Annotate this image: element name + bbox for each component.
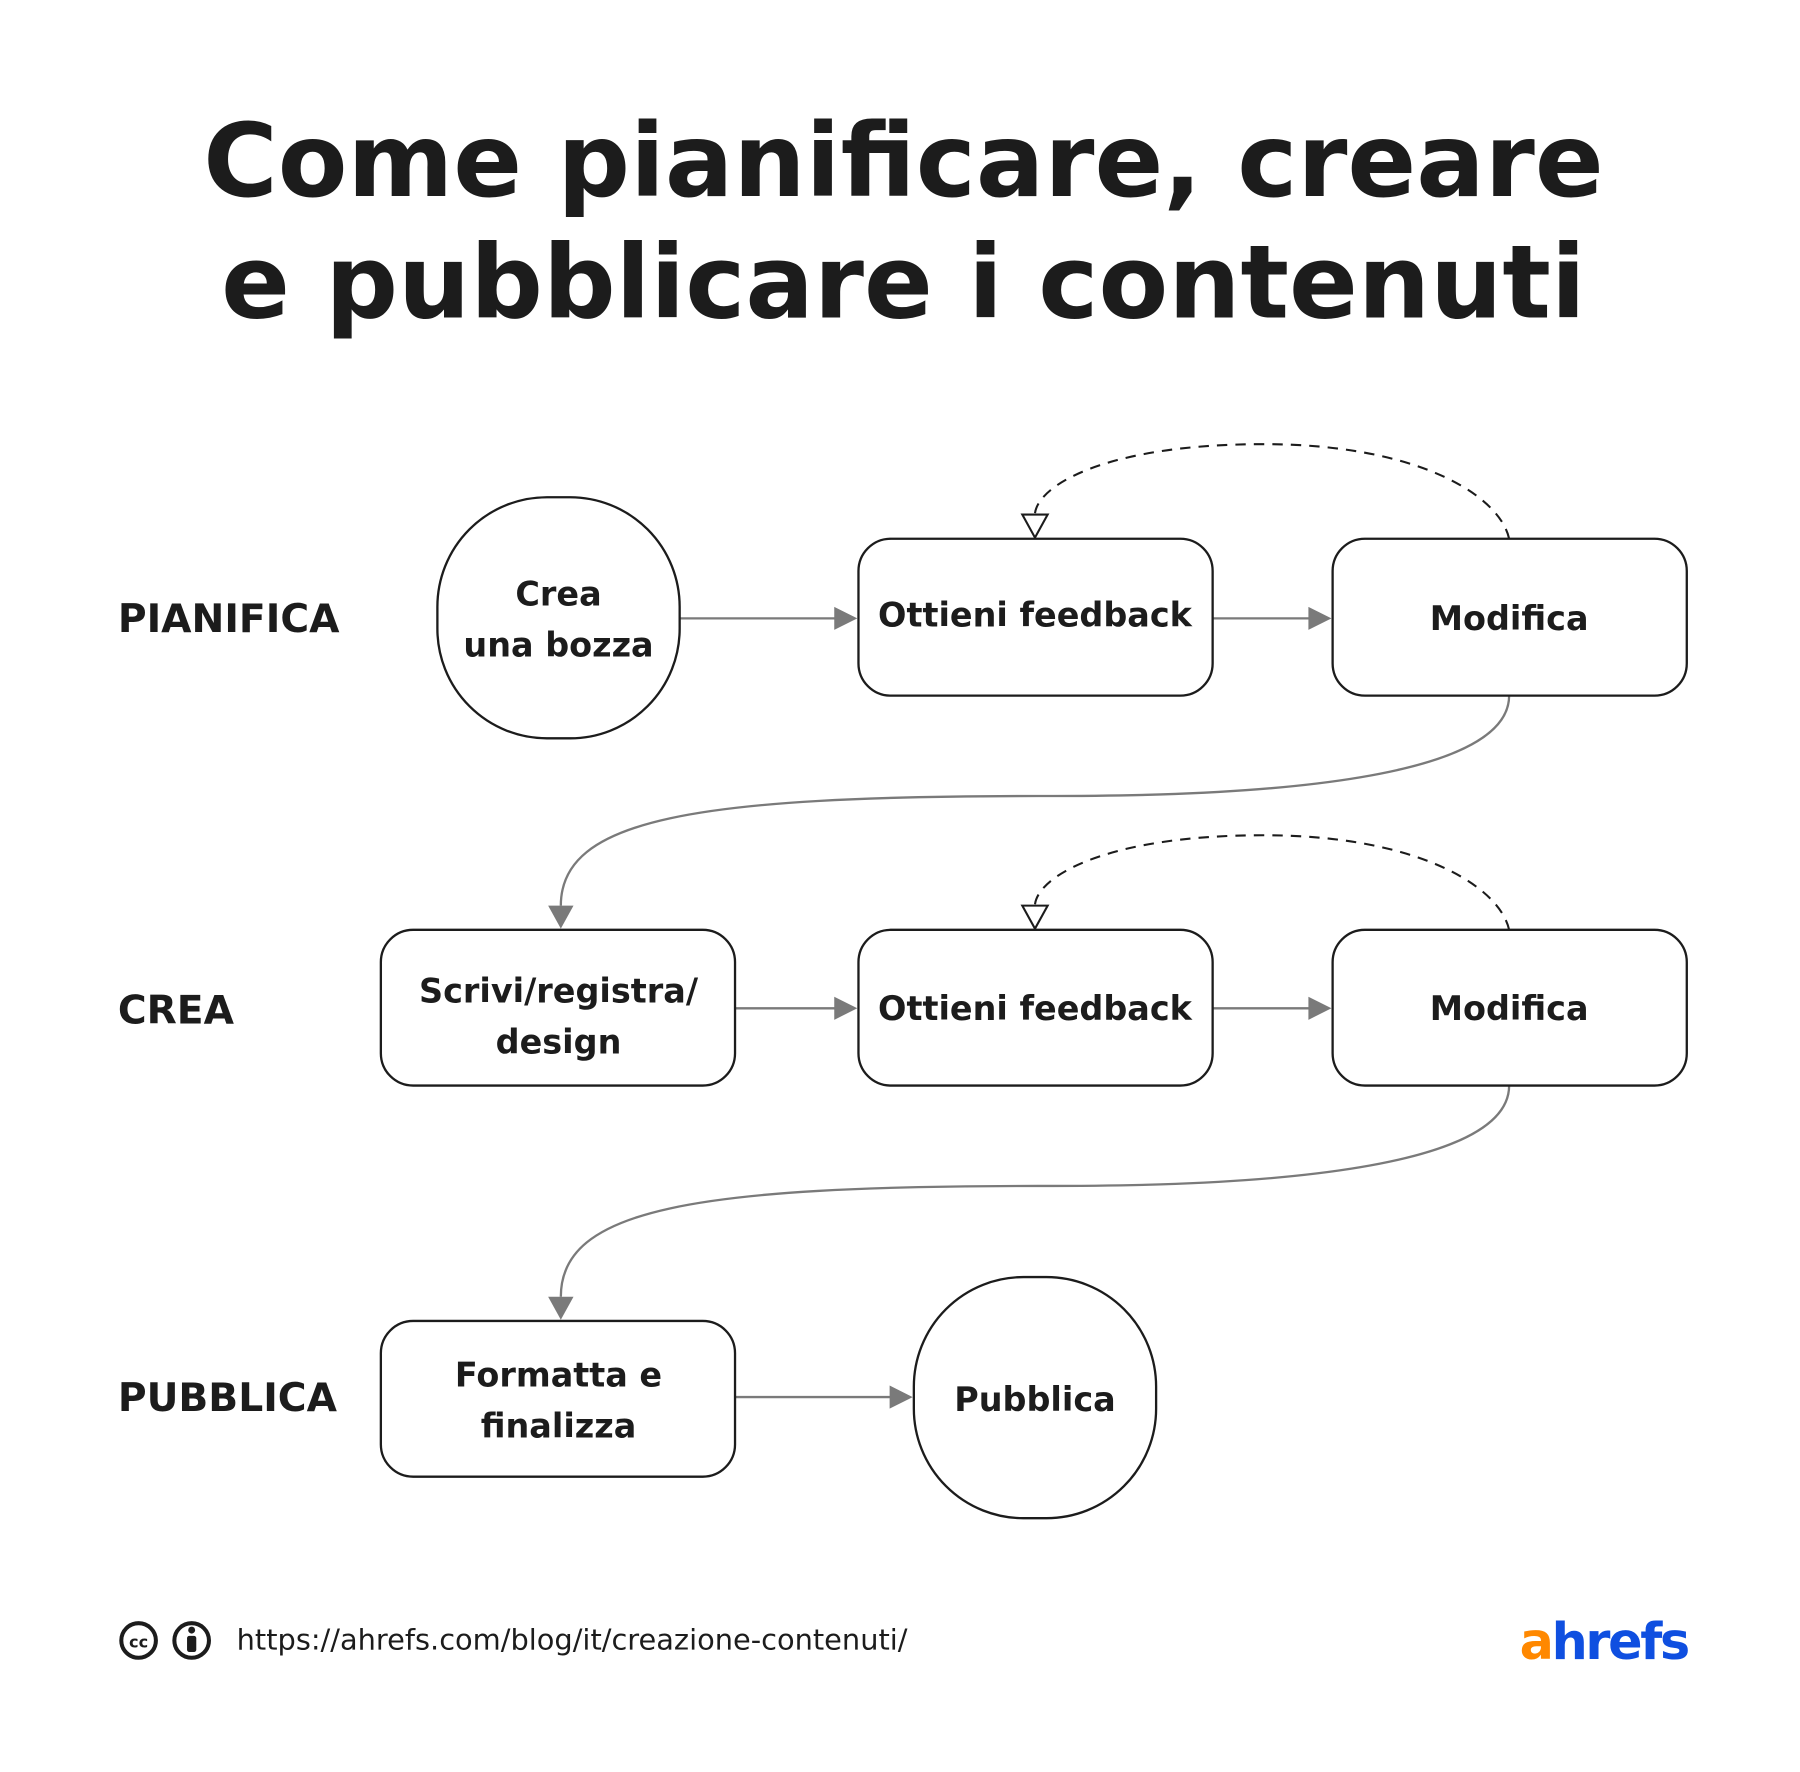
svg-text:Modifica: Modifica <box>1430 599 1589 638</box>
svg-text:cc: cc <box>129 1632 148 1651</box>
source-url[interactable]: https://ahrefs.com/blog/it/creazione-con… <box>237 1623 908 1657</box>
svg-text:Formatta e: Formatta e <box>455 1356 662 1395</box>
node-ottieni-feedback-1: Ottieni feedback <box>857 537 1214 697</box>
attribution-icon <box>172 1621 211 1660</box>
node-crea-bozza: Crea una bozza <box>436 496 681 740</box>
node-formatta-finalizza: Formatta e finalizza <box>379 1319 737 1478</box>
creative-commons-icon: cc <box>119 1621 158 1660</box>
feedback-loop-1 <box>1020 443 1511 540</box>
svg-text:Ottieni feedback: Ottieni feedback <box>878 989 1193 1028</box>
node-modifica-1: Modifica <box>1331 537 1688 697</box>
svg-text:Ottieni feedback: Ottieni feedback <box>878 595 1193 634</box>
svg-text:Scrivi/registra/: Scrivi/registra/ <box>419 972 699 1011</box>
node-scrivi-registra-design: Scrivi/registra/ design <box>379 928 737 1087</box>
svg-text:finalizza: finalizza <box>481 1406 637 1445</box>
ahrefs-logo: ahrefs <box>1520 1612 1688 1671</box>
node-pubblica: Pubblica <box>912 1275 1158 1520</box>
svg-text:una bozza: una bozza <box>463 625 653 664</box>
title-line-2: e pubblicare i contenuti <box>221 223 1586 341</box>
row-label-pubblica: PUBBLICA <box>118 1376 338 1421</box>
row-label-crea: CREA <box>118 988 235 1033</box>
arrows <box>679 606 1332 1409</box>
svg-text:Pubblica: Pubblica <box>954 1380 1115 1419</box>
title-line-1: Come pianificare, creare <box>203 102 1604 220</box>
feedback-loop-2 <box>1020 834 1511 931</box>
node-ottieni-feedback-2: Ottieni feedback <box>857 928 1214 1087</box>
connector-pianifica-to-crea <box>548 695 1511 929</box>
svg-text:Crea: Crea <box>515 575 601 614</box>
svg-text:Modifica: Modifica <box>1430 989 1589 1028</box>
node-modifica-2: Modifica <box>1331 928 1688 1087</box>
row-label-pianifica: PIANIFICA <box>118 597 340 642</box>
svg-text:design: design <box>496 1022 622 1061</box>
connector-crea-to-pubblica <box>548 1085 1511 1320</box>
